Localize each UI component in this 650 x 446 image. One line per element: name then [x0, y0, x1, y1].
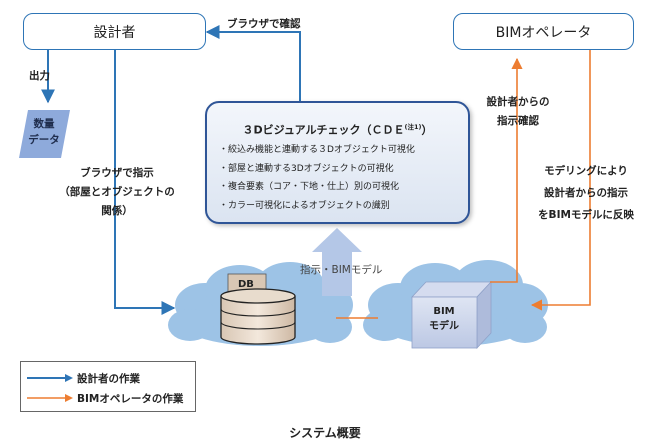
output-label: 出力 — [29, 70, 50, 82]
bim-operator-box: BIMオペレータ — [453, 13, 634, 50]
bim-cube — [411, 280, 492, 350]
cde-title-close: ） — [421, 123, 433, 137]
arrow-cde-to-designer — [205, 25, 301, 101]
db-cylinder — [220, 273, 296, 345]
arrow-bim-to-operator — [490, 57, 523, 283]
instruct-bim-model-label: 指示・BIMモデル — [300, 264, 383, 276]
bim-model-label: BIM モデル — [429, 306, 459, 332]
upload-arrow — [312, 228, 362, 296]
instruction-confirm-label: 設計者からの 指示確認 — [486, 96, 550, 127]
arrow-designer-to-db — [114, 50, 176, 315]
cde-title-text: ３Dビジュアルチェック（ＣＤＥ — [242, 123, 405, 137]
db-label: DB — [238, 279, 254, 290]
legend-row-designer: 設計者の作業 — [27, 370, 140, 386]
cde-item: ・絞込み機能と連動する３Dオブジェクト可視化 — [219, 145, 415, 155]
designer-box: 設計者 — [23, 13, 206, 50]
cde-title: ３Dビジュアルチェック（ＣＤＥ(注1)） — [207, 121, 468, 138]
designer-label: 設計者 — [93, 24, 136, 41]
cde-item: ・カラー可視化によるオブジェクトの識別 — [219, 200, 390, 211]
browser-confirm-label: ブラウザで確認 — [227, 18, 301, 30]
legend-operator-text: BIMオペレータの作業 — [77, 392, 184, 405]
legend-blue-arrow-icon — [27, 374, 73, 382]
bim-operator-label: BIMオペレータ — [495, 24, 592, 41]
modeling-reflect-label: モデリングにより 設計者からの指示 をBIMモデルに反映 — [538, 165, 634, 221]
cde-item: ・複合要素（コア・下地・仕上）別の可視化 — [219, 182, 400, 192]
legend-orange-arrow-icon — [27, 394, 73, 402]
legend: 設計者の作業 BIMオペレータの作業 — [20, 361, 196, 412]
arrow-operator-to-bim — [530, 50, 591, 311]
figure-caption: システム概要 — [289, 426, 361, 440]
cde-item: ・部屋と連動する3Dオブジェクトの可視化 — [219, 163, 394, 174]
legend-designer-text: 設計者の作業 — [77, 372, 140, 385]
cde-panel: ３Dビジュアルチェック（ＣＤＥ(注1)） ・絞込み機能と連動する３Dオブジェクト… — [205, 101, 470, 224]
quantity-data-label: 数量 データ — [28, 118, 60, 146]
browser-instruct-label: ブラウザで指示 （部屋とオブジェクトの 関係） — [59, 167, 175, 217]
cde-note: (注1) — [404, 123, 422, 131]
quantity-data-shape — [19, 110, 70, 158]
legend-row-operator: BIMオペレータの作業 — [27, 390, 183, 406]
cde-feature-list: ・絞込み機能と連動する３Dオブジェクト可視化 ・部屋と連動する3Dオブジェクトの… — [219, 141, 415, 215]
